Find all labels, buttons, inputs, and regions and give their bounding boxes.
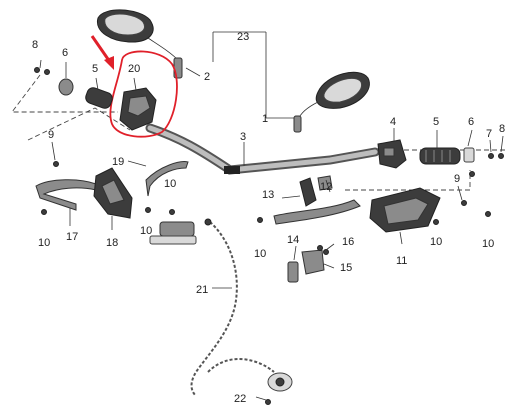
callout-6-left: 6 [62, 47, 68, 59]
left-bar-end [58, 78, 74, 96]
callout-18: 18 [106, 237, 118, 249]
highlight-arrow [90, 35, 114, 70]
callout-10-center: 10 [254, 248, 266, 260]
callout-14: 14 [287, 234, 299, 246]
callout-labels: 23 2 1 3 4 5 6 7 8 8 6 5 20 9 19 10 13 1… [32, 31, 505, 405]
right-hand-guard-frame [273, 199, 361, 225]
highlight-outline [109, 50, 178, 138]
callout-10-middle: 10 [140, 225, 152, 237]
right-switch-housing [377, 139, 407, 169]
callout-3: 3 [240, 131, 246, 143]
fastener-screws [41, 161, 491, 225]
callout-6-right: 6 [468, 116, 474, 128]
callout-11: 11 [396, 255, 407, 267]
callout-9-right: 9 [454, 173, 460, 185]
callout-9-left: 9 [48, 129, 54, 141]
callout-16: 16 [342, 236, 354, 248]
cable-end-fitting [265, 372, 293, 405]
callout-7-right: 7 [486, 128, 492, 140]
callout-10-right-outer: 10 [482, 238, 494, 250]
leader-lines [39, 31, 504, 401]
callout-4-right: 4 [390, 116, 396, 128]
callout-10-upper: 10 [164, 178, 176, 190]
left-small-screws [34, 67, 50, 75]
callout-22: 22 [234, 393, 246, 405]
right-hand-guard-shield [369, 187, 441, 233]
throttle-cable [190, 218, 275, 397]
left-master-cylinder [149, 221, 197, 245]
callout-21: 21 [196, 284, 208, 296]
left-switch-housing [109, 50, 178, 138]
callout-1: 1 [262, 113, 268, 125]
callout-23: 23 [237, 31, 249, 43]
callout-20: 20 [128, 63, 140, 75]
callout-8-left: 8 [32, 39, 38, 51]
callout-10-right-inner: 10 [430, 236, 442, 248]
right-small-screws [488, 153, 504, 159]
right-grip [419, 147, 461, 165]
left-hand-guard-frame [35, 179, 97, 211]
right-bar-end [463, 147, 475, 163]
callout-15: 15 [340, 262, 352, 274]
callout-10-left: 10 [38, 237, 50, 249]
callout-5-left: 5 [92, 63, 98, 75]
right-mirror [293, 71, 370, 133]
callout-13: 13 [262, 189, 274, 201]
callout-2: 2 [204, 71, 210, 83]
callout-8-right: 8 [499, 123, 505, 135]
callout-17: 17 [66, 231, 78, 243]
callout-12: 12 [320, 181, 332, 193]
throttle-switch [287, 245, 329, 283]
clutch-lever-bracket [145, 161, 189, 197]
left-grip [85, 87, 113, 109]
left-hand-guard-shield [93, 167, 133, 219]
callout-19: 19 [112, 156, 124, 168]
callout-5-right: 5 [433, 116, 439, 128]
